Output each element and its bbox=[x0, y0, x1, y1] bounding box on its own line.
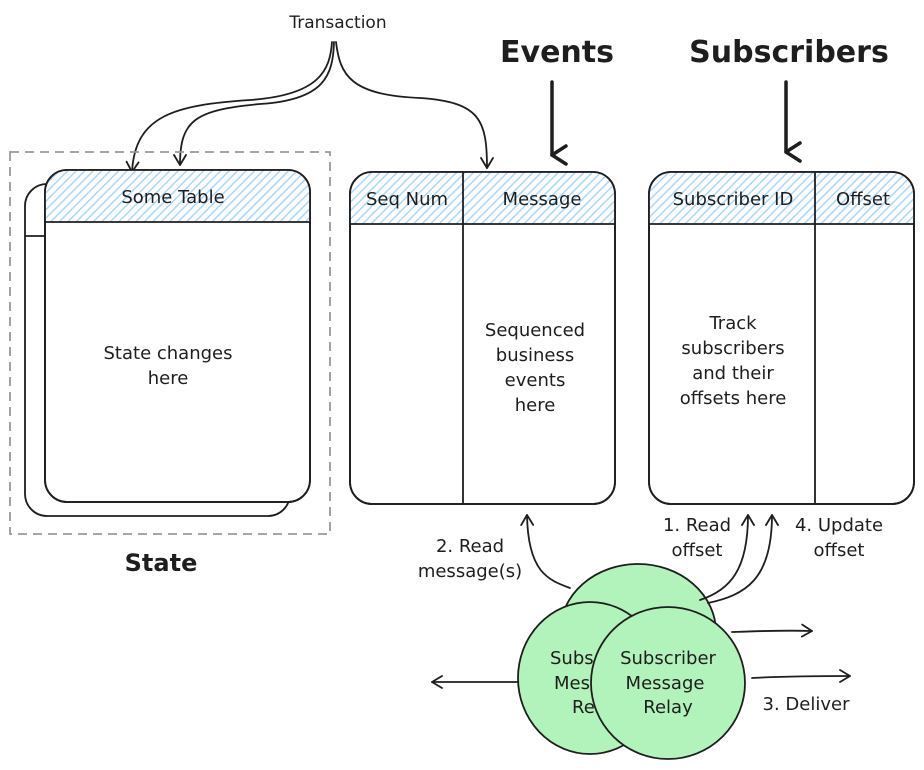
subscribers-table-header-fill bbox=[649, 172, 914, 224]
state-frame bbox=[9, 151, 331, 535]
state-body-line-1: State changes bbox=[104, 343, 233, 364]
subscribers-body-line-2: subscribers bbox=[681, 338, 784, 359]
relay-front-label-1: Subscriber bbox=[620, 648, 716, 669]
events-body-line-3: events bbox=[505, 370, 566, 391]
transaction-arrow-2 bbox=[173, 41, 335, 166]
step-deliver: 3. Deliver bbox=[763, 694, 851, 715]
step-read-offset-line-1: 1. Read bbox=[663, 515, 731, 536]
read-offset-arrow bbox=[699, 514, 755, 601]
events-table-header-fill bbox=[350, 172, 615, 224]
state-label: State bbox=[125, 549, 198, 577]
deliver-arrow-1 bbox=[731, 623, 813, 638]
subscribers-label: Subscribers bbox=[689, 35, 889, 70]
events-column-seq-num: Seq Num bbox=[366, 189, 448, 210]
deliver-arrow-2 bbox=[751, 669, 851, 683]
step-read-offset-line-2: offset bbox=[672, 540, 723, 561]
events-body-line-2: business bbox=[496, 345, 574, 366]
relay-back-label-1: Subs bbox=[550, 648, 594, 669]
state-table-header: Some Table bbox=[121, 187, 224, 208]
transaction-arrow-1 bbox=[125, 41, 333, 173]
step-read-messages-line-1: 2. Read bbox=[436, 536, 504, 557]
events-body-line-4: here bbox=[515, 395, 556, 416]
state-table-header-fill bbox=[45, 170, 310, 222]
subscribers-column-offset: Offset bbox=[836, 189, 890, 210]
events-column-message: Message bbox=[503, 189, 582, 210]
subscribers-body-line-1: Track bbox=[708, 313, 757, 334]
relay-circle-front bbox=[590, 606, 746, 760]
subscribers-body-line-4: offsets here bbox=[680, 388, 787, 409]
read-messages-arrow bbox=[520, 514, 571, 589]
events-label: Events bbox=[500, 35, 614, 70]
transaction-label: Transaction bbox=[288, 13, 386, 33]
step-update-offset-line-1: 4. Update bbox=[795, 515, 883, 536]
step-read-messages-line-2: message(s) bbox=[418, 561, 522, 582]
relay-front-label-3: Relay bbox=[643, 697, 693, 718]
step-update-offset-line-2: offset bbox=[814, 540, 865, 561]
events-body-line-1: Sequenced bbox=[485, 320, 585, 341]
relay-front-label-2: Message bbox=[626, 673, 705, 694]
update-offset-arrow bbox=[707, 514, 779, 604]
subscribers-column-id: Subscriber ID bbox=[673, 189, 794, 210]
state-body-line-2: here bbox=[148, 368, 189, 389]
transaction-arrow-3 bbox=[335, 41, 494, 169]
subscribers-body-line-3: and their bbox=[692, 363, 774, 384]
relay-back-label-2: Mess bbox=[554, 673, 599, 694]
